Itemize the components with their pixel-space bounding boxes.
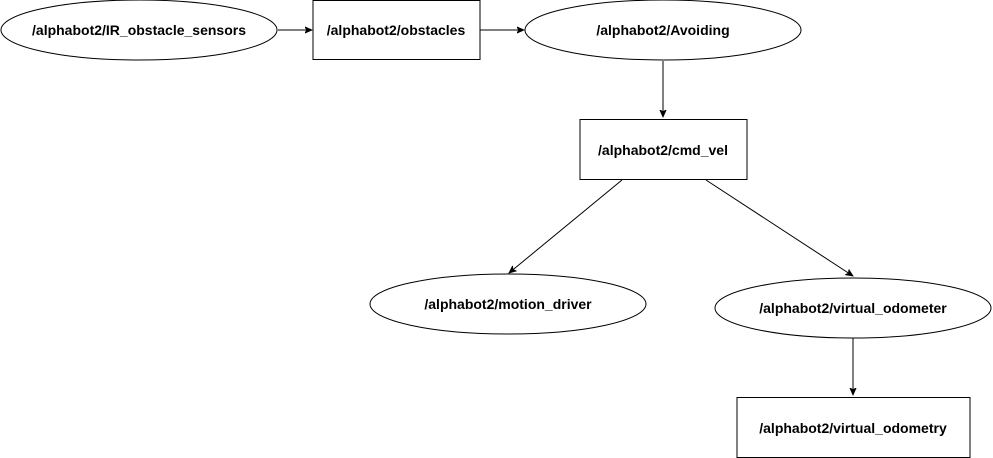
node-label: /alphabot2/Avoiding xyxy=(596,22,729,38)
node-ellipse xyxy=(524,0,802,61)
node-label: /alphabot2/obstacles xyxy=(327,22,466,38)
edge-cmd-vel-to-virtual-odometer xyxy=(705,179,853,276)
node-cmd-vel: /alphabot2/cmd_vel xyxy=(579,119,748,180)
node-virtual-odometry: /alphabot2/virtual_odometry xyxy=(736,397,971,458)
node-ellipse xyxy=(714,277,992,339)
node-label: /alphabot2/virtual_odometry xyxy=(759,420,947,436)
node-ellipse xyxy=(369,273,647,335)
node-obstacles: /alphabot2/obstacles xyxy=(312,0,481,60)
node-label: /alphabot2/motion_driver xyxy=(424,296,592,312)
node-motion-driver: /alphabot2/motion_driver xyxy=(369,273,647,335)
node-rectangle xyxy=(312,0,481,60)
node-avoiding: /alphabot2/Avoiding xyxy=(524,0,802,61)
node-label: /alphabot2/cmd_vel xyxy=(598,142,728,158)
node-ellipse xyxy=(0,0,278,61)
node-ir-obstacle-sensors: /alphabot2/IR_obstacle_sensors xyxy=(0,0,278,61)
edge-cmd-vel-to-motion-driver xyxy=(509,179,623,273)
node-label: /alphabot2/virtual_odometer xyxy=(759,300,947,316)
node-virtual-odometer: /alphabot2/virtual_odometer xyxy=(714,277,992,339)
node-label: /alphabot2/IR_obstacle_sensors xyxy=(32,22,246,38)
node-rectangle xyxy=(736,397,971,458)
edges xyxy=(278,30,853,395)
node-rectangle xyxy=(579,119,748,180)
